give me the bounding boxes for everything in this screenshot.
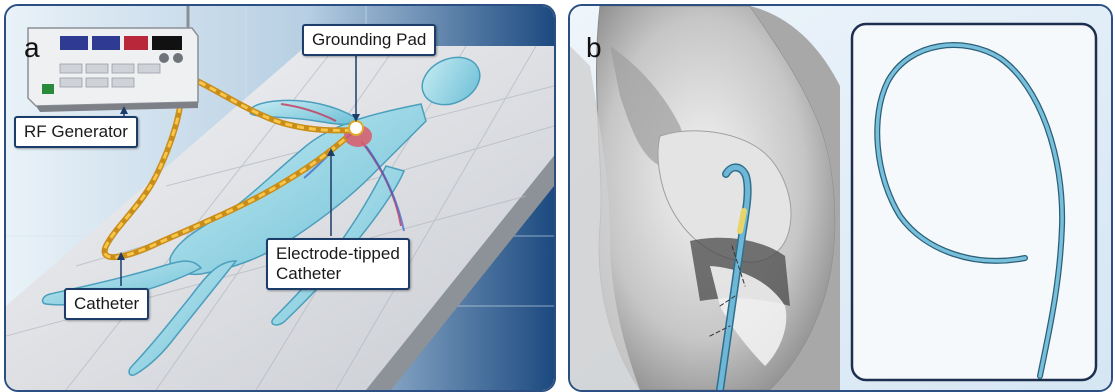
electrode-label-line2: Catheter [276,264,400,284]
panel-b: b [568,4,1113,392]
panel-b-letter: b [586,32,602,64]
electrode-tipped-catheter-label: Electrode-tipped Catheter [266,238,410,290]
rf-generator-label: RF Generator [14,116,138,148]
grounding-pad-marker [349,121,363,135]
catheter-label: Catheter [64,288,149,320]
ablation-setup-illustration [6,6,554,390]
electrode-label-line1: Electrode-tipped [276,244,400,264]
panel-a: a Grounding Pad RF Generator Electrode-t… [4,4,556,392]
grounding-pad-label: Grounding Pad [302,24,436,56]
panel-a-letter: a [24,32,40,64]
heart-anatomy [570,6,840,390]
heart-catheter-illustration [570,6,1111,390]
